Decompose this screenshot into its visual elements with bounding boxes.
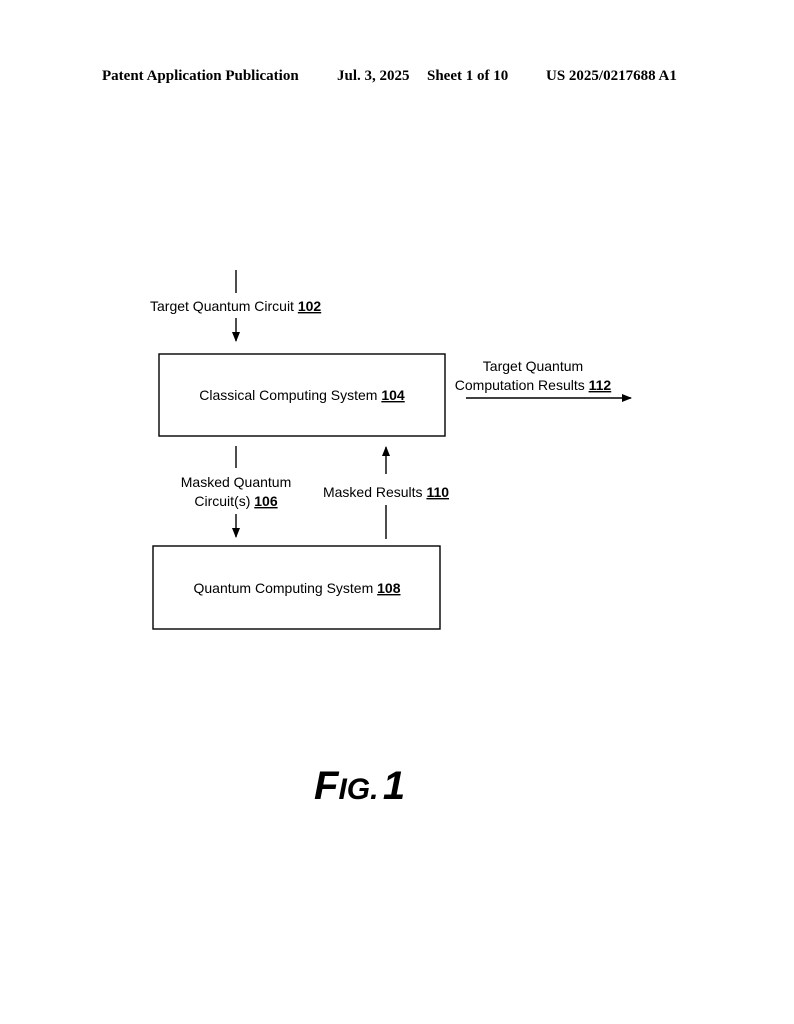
masked-circuits-label-line1: Masked Quantum bbox=[181, 474, 292, 490]
masked-circuits-label-line2: Circuit(s) 106 bbox=[194, 493, 277, 509]
quantum-computing-box bbox=[152, 545, 441, 630]
output-label-line2: Computation Results 112 bbox=[455, 377, 612, 393]
output-ref: 112 bbox=[589, 377, 612, 393]
caption-first-letter: F bbox=[314, 764, 339, 808]
masked-results-label: Masked Results 110 bbox=[323, 484, 449, 500]
quantum-box-ref: 108 bbox=[377, 580, 401, 596]
publication-number: US 2025/0217688 A1 bbox=[546, 68, 677, 84]
caption-number: 1 bbox=[382, 764, 406, 808]
caption-rest: IG. bbox=[338, 773, 379, 806]
publication-date: Jul. 3, 2025 bbox=[337, 68, 410, 84]
publication-type: Patent Application Publication bbox=[102, 68, 299, 84]
output-label-line1: Target Quantum bbox=[483, 358, 583, 374]
input-label: Target Quantum Circuit 102 bbox=[150, 298, 321, 314]
figure-caption: FIG. 1 bbox=[314, 766, 405, 806]
masked-results-ref: 110 bbox=[426, 484, 449, 500]
input-ref: 102 bbox=[298, 298, 322, 314]
classical-computing-box bbox=[158, 353, 446, 437]
classical-box-ref: 104 bbox=[381, 387, 405, 403]
masked-circuits-ref: 106 bbox=[254, 493, 278, 509]
quantum-box-label: Quantum Computing System 108 bbox=[194, 580, 401, 596]
patent-header: Patent Application Publication Jul. 3, 2… bbox=[0, 68, 794, 88]
sheet-number: Sheet 1 of 10 bbox=[427, 68, 509, 84]
classical-box-label: Classical Computing System 104 bbox=[199, 387, 405, 403]
